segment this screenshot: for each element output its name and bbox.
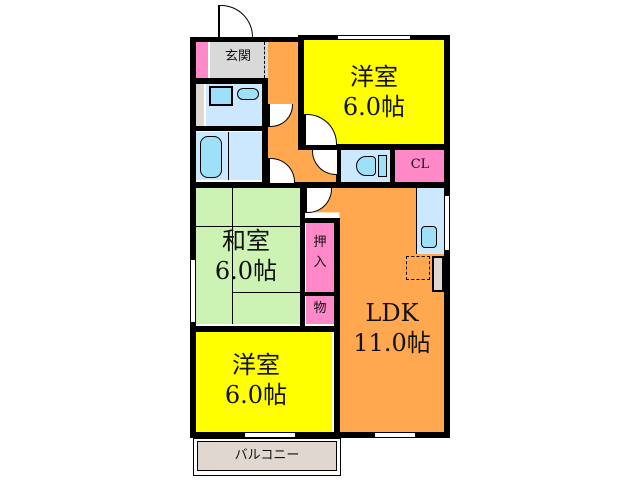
ldk-name: LDK (365, 299, 419, 327)
tatami-line (232, 188, 233, 324)
closet-cl: CL (395, 150, 445, 182)
wall-wet-right (262, 78, 268, 188)
western-room-bottom-size: 6.0帖 (224, 381, 288, 409)
shoe-cabinet (196, 42, 208, 78)
storage: 物 (306, 296, 334, 324)
wall-entrance-bottom (190, 78, 268, 84)
wall-japanese-right (300, 188, 305, 328)
stove-icon (406, 256, 430, 280)
wall-outer-left (190, 37, 196, 437)
japanese-room: 和室 6.0帖 (196, 188, 302, 324)
sink-icon (421, 226, 437, 248)
oshiire: 押 入 (306, 222, 334, 292)
wall-closet-mid (300, 292, 340, 296)
wall-wash-bath (190, 126, 268, 131)
japanese-room-name: 和室 (222, 227, 270, 255)
wall-closet-top (300, 218, 340, 223)
washbasin-icon (209, 86, 233, 106)
window-bottom-room (245, 432, 295, 438)
wall-outer-bottom (190, 432, 450, 438)
bathtub-icon (200, 136, 222, 178)
tatami-line (232, 292, 302, 293)
fridge-space (432, 256, 444, 292)
wall-top-room-left (298, 35, 304, 147)
balcony-label: バルコニー (234, 448, 300, 463)
window-japanese (190, 260, 196, 322)
closet-cl-label: CL (410, 157, 430, 172)
entrance-step-line (264, 42, 265, 78)
balcony: バルコニー (193, 438, 341, 476)
wall-mid-horizontal (190, 182, 450, 188)
wall-strip (196, 84, 204, 126)
entrance-label: 玄関 (224, 49, 251, 64)
window-ldk (375, 432, 415, 438)
toilet-bowl-icon (356, 156, 376, 176)
entrance-door-icon[interactable] (218, 5, 253, 38)
bathroom-divider (228, 132, 229, 180)
wall-top-room-bottom (298, 144, 450, 150)
tatami-line (196, 226, 302, 227)
washing-machine-icon (237, 88, 259, 100)
balcony-inner: バルコニー (197, 441, 337, 471)
oshiire-label-2: 入 (313, 255, 327, 270)
storage-label: 物 (313, 301, 327, 316)
wall-outer-top-left (190, 37, 302, 42)
window-top (338, 35, 410, 40)
oshiire-label-1: 押 (313, 235, 327, 250)
entrance: 玄関 (210, 42, 268, 78)
wall-toilet-cl (390, 144, 395, 184)
western-room-bottom: 洋室 6.0帖 (196, 332, 332, 432)
toilet-tank-icon (378, 155, 387, 177)
japanese-room-size: 6.0帖 (214, 257, 278, 285)
western-room-top-name: 洋室 (350, 63, 398, 91)
wall-bottom-room-top (190, 326, 340, 332)
western-room-top-size: 6.0帖 (342, 93, 406, 121)
ldk-size: 11.0帖 (353, 329, 431, 357)
window-kitchen (444, 196, 450, 250)
western-room-bottom-name: 洋室 (232, 351, 280, 379)
